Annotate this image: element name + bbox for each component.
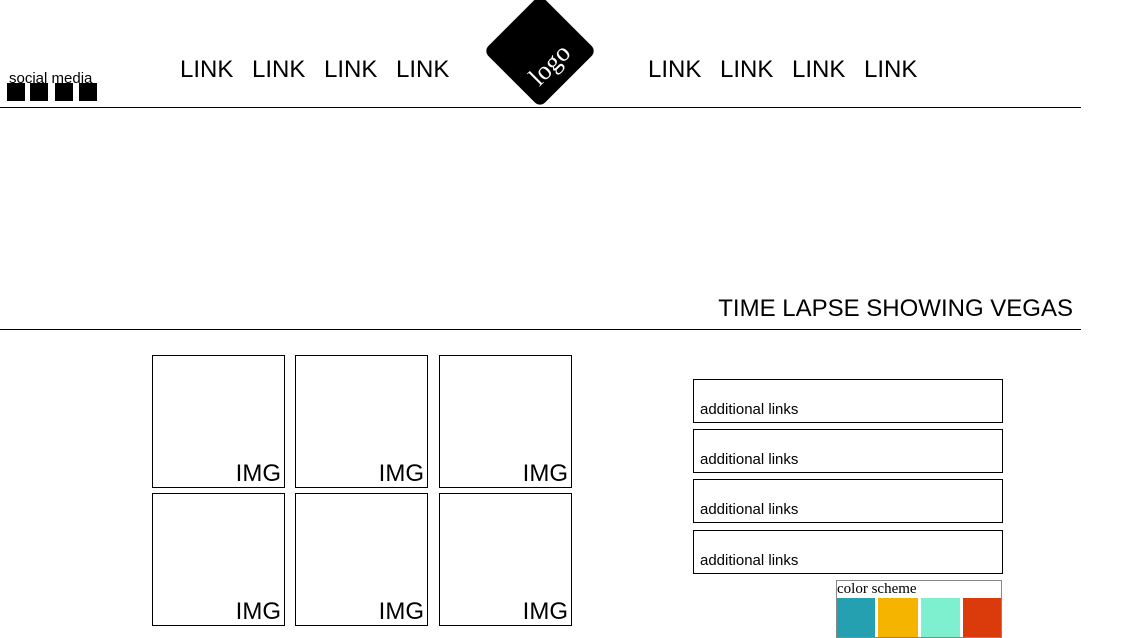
additional-link-1[interactable]: additional links: [693, 379, 1003, 423]
image-label: IMG: [378, 460, 424, 487]
color-swatch-red: [963, 598, 1001, 637]
additional-link-2[interactable]: additional links: [693, 429, 1003, 473]
image-label: IMG: [235, 598, 281, 625]
gallery-image[interactable]: IMG: [439, 493, 572, 626]
color-swatch-teal: [837, 598, 875, 637]
nav-link-right-1[interactable]: LINK: [648, 56, 702, 83]
additional-link-label: additional links: [700, 552, 799, 569]
nav-link-left-3[interactable]: LINK: [324, 56, 378, 83]
additional-link-label: additional links: [700, 501, 799, 518]
nav-link-left-1[interactable]: LINK: [180, 56, 234, 83]
image-label: IMG: [235, 460, 281, 487]
additional-link-label: additional links: [700, 451, 799, 468]
hero-divider: [0, 329, 1081, 330]
social-icon-3[interactable]: [55, 83, 73, 101]
gallery-image[interactable]: IMG: [152, 355, 285, 488]
gallery-image[interactable]: IMG: [439, 355, 572, 488]
nav-link-right-2[interactable]: LINK: [720, 56, 774, 83]
social-icon-4[interactable]: [79, 83, 97, 101]
additional-link-label: additional links: [700, 401, 799, 418]
gallery-image[interactable]: IMG: [295, 355, 428, 488]
color-swatch-yellow: [878, 598, 918, 637]
image-label: IMG: [522, 460, 568, 487]
nav-link-left-4[interactable]: LINK: [396, 56, 450, 83]
image-label: IMG: [378, 598, 424, 625]
additional-link-4[interactable]: additional links: [693, 530, 1003, 574]
gallery-image[interactable]: IMG: [152, 493, 285, 626]
header-divider: [0, 107, 1081, 108]
social-icon-1[interactable]: [7, 83, 25, 101]
nav-link-right-3[interactable]: LINK: [792, 56, 846, 83]
color-scheme-label: color scheme: [837, 581, 917, 597]
social-media-label: social media: [9, 70, 93, 87]
nav-link-left-2[interactable]: LINK: [252, 56, 306, 83]
additional-link-3[interactable]: additional links: [693, 479, 1003, 523]
nav-link-right-4[interactable]: LINK: [864, 56, 918, 83]
image-label: IMG: [522, 598, 568, 625]
color-swatch-mint: [921, 598, 960, 637]
hero-title: TIME LAPSE SHOWING VEGAS: [718, 295, 1073, 322]
gallery-image[interactable]: IMG: [295, 493, 428, 626]
social-icon-2[interactable]: [30, 83, 48, 101]
